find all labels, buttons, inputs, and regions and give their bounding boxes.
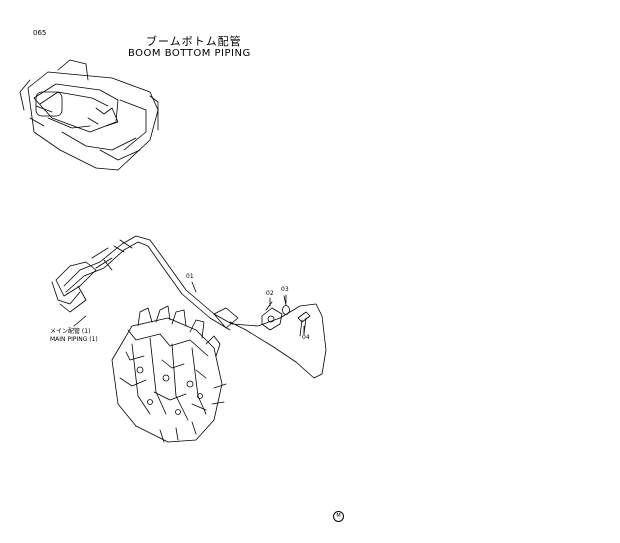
boom-bottom-pipe — [51, 235, 327, 379]
callout-04-label: 04 — [302, 334, 310, 341]
title-japanese: ブームボトム配管 — [146, 35, 242, 48]
main-piping-reference-japanese: メイン配管 (1) — [50, 328, 91, 335]
main-piping-reference-english: MAIN PIPING (1) — [50, 336, 98, 343]
o-ring-part — [282, 295, 290, 315]
page-number: 065 — [33, 29, 47, 37]
excavator-locator-illustration — [19, 59, 159, 171]
leader-01 — [191, 281, 197, 293]
title-english: BOOM BOTTOM PIPING — [128, 48, 251, 59]
flange-part — [261, 301, 283, 331]
leader-main-piping — [73, 315, 87, 327]
footer-mark: M — [333, 511, 344, 522]
control-valve-block — [111, 305, 227, 443]
callout-01-label: 01 — [186, 273, 194, 280]
callout-02-label: 02 — [266, 290, 274, 297]
callout-03-label: 03 — [281, 286, 289, 293]
